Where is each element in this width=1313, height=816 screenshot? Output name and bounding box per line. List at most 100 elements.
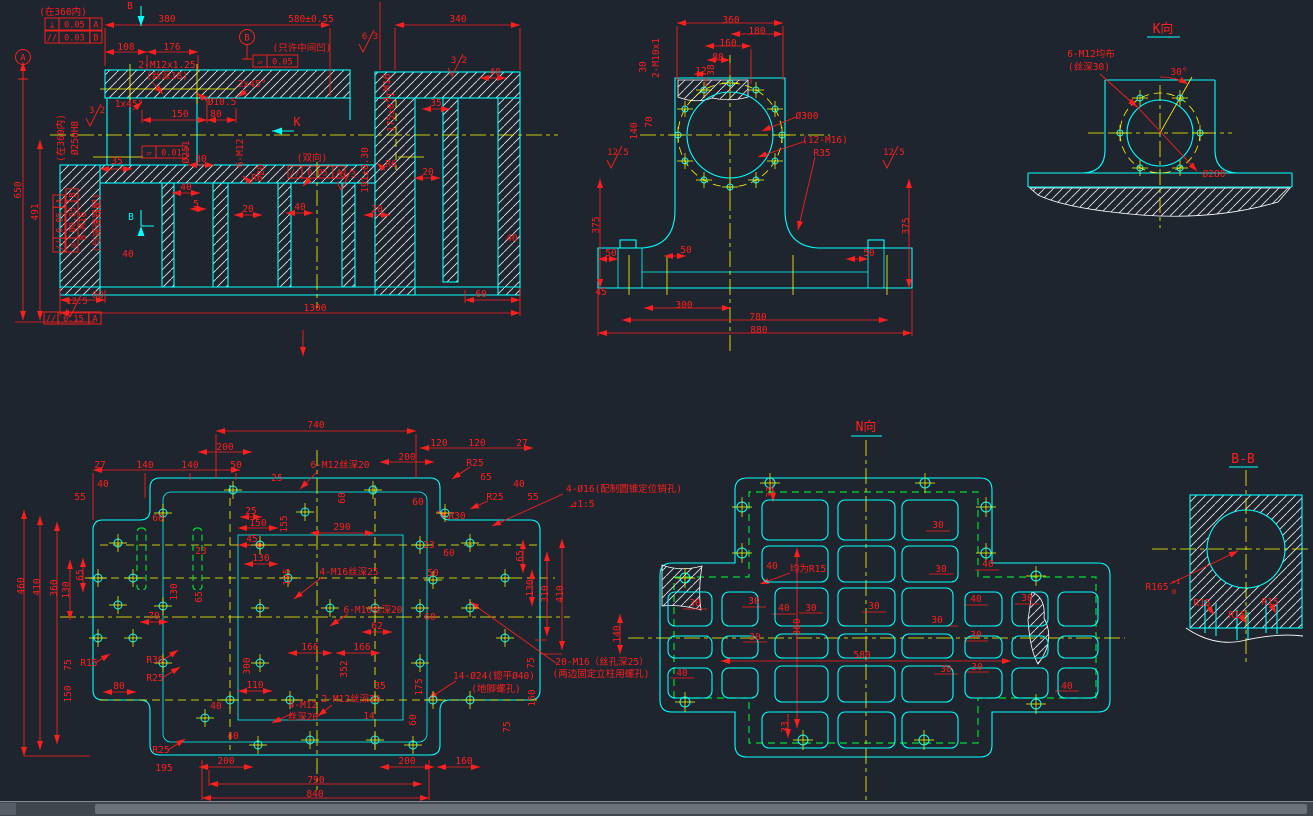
- dim-text: 40: [506, 233, 518, 244]
- dim-text: 130: [525, 579, 536, 596]
- dim-text: 340: [449, 14, 466, 25]
- surface-finish-value: 12.5: [66, 297, 88, 307]
- dim-text: 130: [252, 553, 269, 564]
- svg-text:0.05: 0.05: [56, 212, 66, 232]
- horizontal-scrollbar-thumb[interactable]: [95, 804, 1307, 814]
- dim-text: R6: [251, 173, 263, 184]
- dim-text: 30: [971, 662, 983, 673]
- dim-text: 40: [970, 594, 982, 605]
- rib-pocket: [901, 499, 959, 541]
- dim-text: R30: [146, 655, 163, 666]
- surface-finish-mark: [606, 145, 623, 170]
- dim-text: B: [127, 1, 133, 12]
- dim-text: 180: [748, 26, 765, 37]
- rib-pocket: [761, 545, 829, 583]
- dim-text: 1x45°: [115, 99, 144, 110]
- dim-text: R25: [146, 673, 163, 684]
- feature-control-frame: ◎Ø0.05B: [65, 188, 79, 253]
- scrollbar-left-button[interactable]: [0, 803, 16, 815]
- dim-text: 2-M12丝深20: [321, 693, 380, 705]
- rib-pocket: [1011, 591, 1049, 627]
- dim-text: R15: [80, 658, 97, 669]
- rib-pocket: [837, 499, 896, 541]
- dim-text: 30: [868, 601, 880, 612]
- dim-text: 27: [516, 438, 527, 449]
- dim-text: 150: [63, 685, 74, 702]
- dim-text: 160: [719, 38, 736, 49]
- dim-text: 60: [92, 290, 104, 301]
- slot-outline: [192, 527, 203, 591]
- surface-finish-value: 3.2: [89, 106, 105, 116]
- rib-pocket: [774, 665, 829, 703]
- dim-text: R25: [466, 458, 483, 469]
- dim-text: 55: [527, 492, 538, 503]
- dim-text: 200: [216, 442, 233, 453]
- rib-pocket: [901, 711, 959, 749]
- dim-text: K: [293, 115, 301, 129]
- surface-finish-mark: [65, 294, 82, 319]
- dim-text: 360: [792, 618, 803, 635]
- dim-text: 80: [712, 52, 724, 63]
- dim-text: 410: [32, 578, 43, 595]
- view-title-n: N向: [856, 419, 877, 435]
- dim-text: 38: [706, 64, 717, 76]
- dim-text: 40: [778, 603, 790, 614]
- dim-text: 790: [307, 775, 324, 786]
- dim-text: 40: [97, 479, 109, 490]
- surface-finish-value: 6.3: [340, 170, 356, 180]
- rib-pocket: [964, 667, 1003, 699]
- dim-text: Ø10.5: [208, 97, 237, 108]
- svg-text:0.03: 0.03: [64, 34, 84, 44]
- dim-text: 40: [513, 479, 525, 490]
- dim-text: 40: [122, 249, 134, 260]
- dim-text: 6-M12丝深20: [310, 459, 369, 471]
- svg-text:B: B: [69, 192, 79, 197]
- dim-text: R6: [385, 159, 397, 170]
- dim-text: 62: [371, 621, 382, 632]
- svg-text:A: A: [336, 169, 341, 179]
- dim-text: 65: [515, 550, 526, 561]
- rib-pocket: [1057, 667, 1099, 699]
- surface-finish-mark: [447, 53, 464, 78]
- dim-text: 70: [644, 116, 655, 128]
- dim-text: 20: [256, 164, 267, 176]
- dim-text: 140: [136, 460, 153, 471]
- dim-text: 30: [689, 598, 701, 609]
- dim-text: 6-M12: [235, 139, 246, 168]
- dim-text: 120: [468, 438, 485, 449]
- dim-text: R35: [813, 148, 830, 159]
- data-driven-geometry: [89, 75, 1208, 754]
- dim-text: 166: [301, 642, 318, 653]
- dim-text: 300: [242, 657, 253, 674]
- view-title-k: K向: [1153, 21, 1174, 37]
- dim-text: 120: [430, 438, 447, 449]
- dim-text: 50: [605, 248, 617, 259]
- rib-pocket: [837, 665, 896, 703]
- dim-text: 6-M12均布: [1067, 48, 1115, 60]
- dim-text: 176: [163, 42, 180, 53]
- svg-text:⊥: ⊥: [49, 21, 54, 31]
- dim-text: 30: [932, 520, 944, 531]
- section-bb-view: [1152, 466, 1310, 664]
- dim-text: 6-M10丝深20: [343, 604, 402, 616]
- rib-pocket: [901, 545, 959, 583]
- dim-text: 65: [194, 591, 205, 602]
- dim-text: 360: [49, 579, 60, 596]
- section-b-arrow-inner: [141, 210, 154, 226]
- svg-text:▱: ▱: [146, 149, 152, 159]
- dim-text: (丝深18): [146, 70, 188, 82]
- rib-pocket: [667, 635, 713, 659]
- dim-text: 50: [230, 460, 242, 471]
- dim-text: 30: [931, 615, 943, 626]
- dim-text: 60: [424, 612, 436, 623]
- dim-text: 70: [148, 611, 160, 622]
- dim-text: 20: [242, 204, 254, 215]
- rib-pocket: [837, 587, 896, 627]
- dim-text: 30: [748, 596, 760, 607]
- dim-text: 650: [13, 181, 24, 198]
- dim-text: 0: [1172, 588, 1176, 596]
- dim-text: 195: [155, 763, 172, 774]
